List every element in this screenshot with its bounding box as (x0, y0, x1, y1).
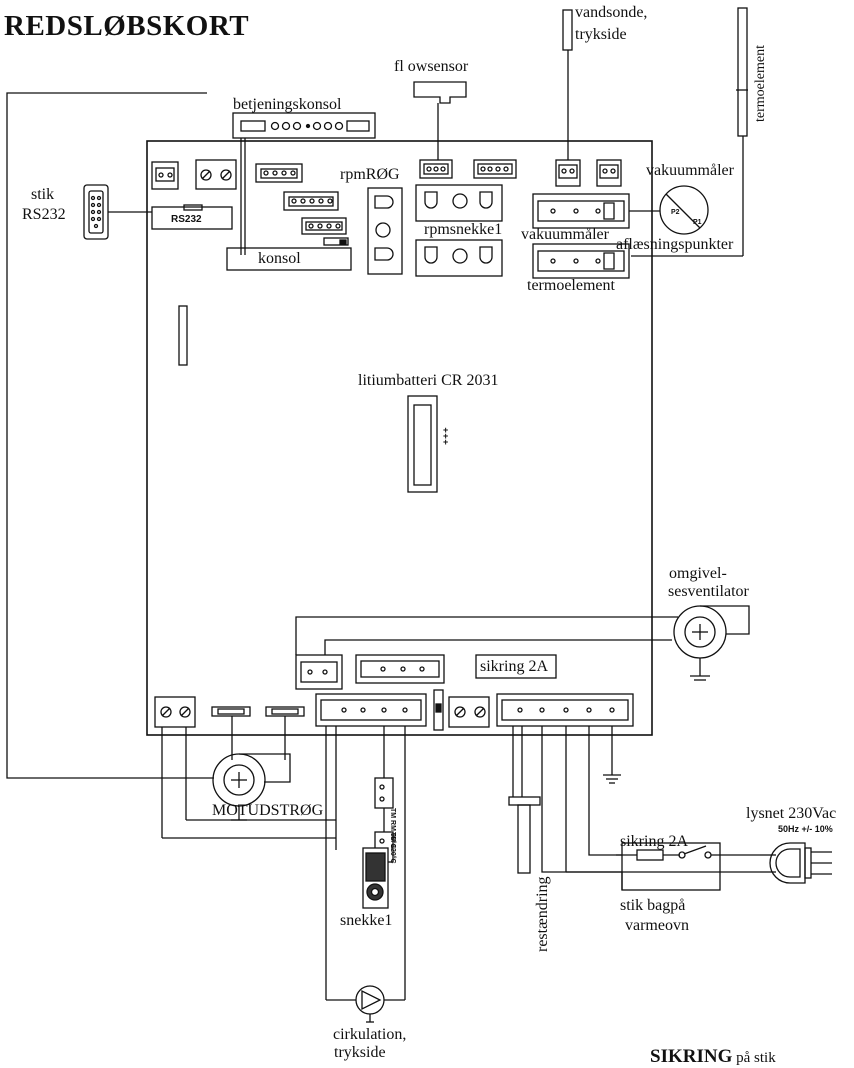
label-stik: stik (31, 186, 55, 203)
footer-sikring: SIKRING på stik (650, 1046, 776, 1067)
label-snekke: snekke1 (340, 912, 393, 929)
sikring-fuse (636, 849, 664, 861)
connector-4pin-a (255, 163, 303, 183)
label-cirkulation-trykside: trykside (334, 1044, 386, 1061)
control-board (146, 140, 653, 736)
connector-4pin-c (473, 159, 517, 179)
label-vakuummaler-connector: vakuummåler (521, 226, 609, 243)
label-litiumbatteri: litiumbatteri CR 2031 (358, 372, 499, 389)
rpm-rog-connector (367, 187, 403, 275)
console-wire (6, 92, 214, 779)
label-termoelement-top: termoelement (753, 45, 768, 122)
label-vakuummaler-gauge: vakuummåler (646, 162, 734, 179)
label-vandsonde: vandsonde, (575, 4, 648, 21)
label-konsol: konsol (258, 250, 301, 267)
battery-holder (407, 395, 438, 493)
rs232-connector (83, 184, 109, 240)
label-varmeovn: varmeovn (625, 917, 689, 934)
label-rpmsnekke: rpmsnekke1 (424, 221, 503, 238)
label-sikring-board: sikring 2A (480, 658, 548, 675)
connector-bottom-b (355, 654, 445, 684)
vandsonde-probe (562, 9, 573, 51)
label-rs232: RS232 (22, 206, 66, 223)
terminal-block-b (154, 696, 196, 728)
restaending-probe (508, 796, 541, 806)
label-vandsonde-trykside: trykside (575, 26, 627, 43)
label-motudstrog: MOTUDSTRØG (212, 802, 324, 819)
label-termoelement: termoelement (527, 277, 615, 294)
connector-2pin-a (151, 161, 179, 190)
label-aflaesningspunkter: aflæsningspunkter (616, 236, 734, 253)
battery-plus-marks: +++ (443, 425, 449, 447)
label-sikring-external: sikring 2A (620, 833, 688, 850)
diagram-title: REDSLØBSKORT (4, 10, 250, 42)
label-omgivel: omgivel- (669, 565, 727, 582)
sikring-board-box (475, 654, 557, 679)
connector-5pin (283, 191, 339, 211)
connector-main-a (315, 693, 427, 727)
label-sesventilator: sesventilator (668, 583, 749, 600)
gauge-p1: P1 (693, 219, 702, 226)
vertical-header (178, 305, 188, 366)
rs232-header (151, 206, 233, 230)
label-rpmrog: rpmRØG (340, 166, 400, 183)
fan-connector (295, 654, 343, 690)
vakuummaler-gauge (659, 185, 709, 235)
label-stik-bagpa: stik bagpå (620, 897, 686, 914)
flowsensor (413, 81, 467, 104)
label-betjeningskonsol: betjeningskonsol (233, 96, 342, 113)
mains-plug (760, 842, 832, 884)
label-flowsensor: fl owsensor (394, 58, 469, 75)
header-small-a (211, 706, 251, 717)
rpmsnekke-connector-a (415, 184, 503, 222)
label-cirkulation: cirkulation, (333, 1026, 407, 1043)
label-lysnet: lysnet 230Vac (746, 805, 837, 822)
connector-3pin-rog (419, 159, 453, 179)
konsol-box (226, 247, 352, 271)
termoelement-connector (532, 243, 630, 279)
betjeningskonsol-box (232, 112, 376, 139)
gauge-p2: P2 (671, 209, 680, 216)
connector-4pin-b (301, 217, 347, 235)
label-restaending: restændring (534, 876, 551, 952)
terminal-block-a (195, 159, 237, 190)
external-fuse-box (621, 842, 721, 891)
tm-rm-thermostat (374, 777, 394, 809)
rpmsnekke-connector-b (415, 239, 503, 277)
connector-2pin-c (596, 159, 622, 187)
label-tm-120: TM 120°C (389, 832, 396, 864)
connector-2pin-b (555, 159, 581, 187)
rs232-chip-label: RS232 (171, 214, 202, 225)
terminal-block-c (448, 696, 490, 728)
label-lysnet-spec: 50Hz +/- 10% (778, 824, 833, 834)
connector-main-b (496, 693, 634, 727)
termoelement-probe (737, 7, 748, 137)
